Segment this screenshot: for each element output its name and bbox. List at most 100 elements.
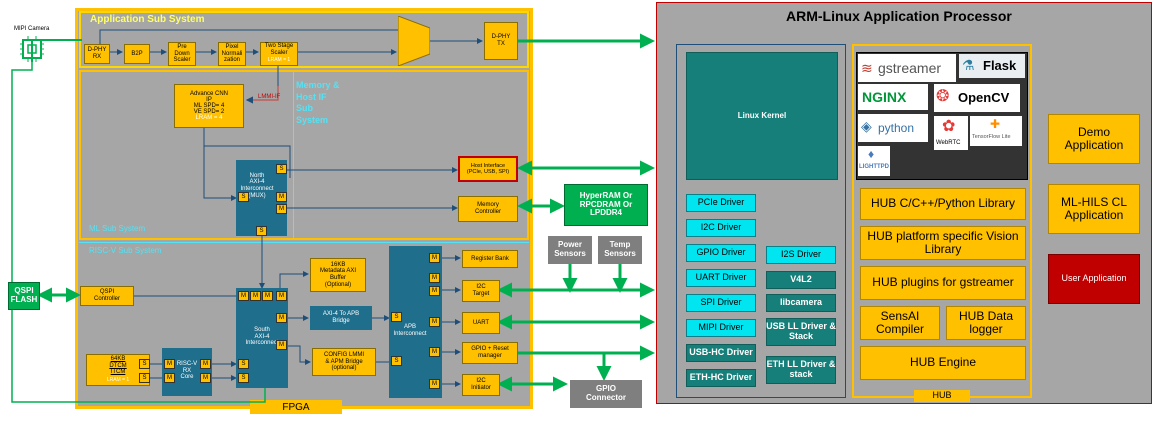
user-application: User Application	[1048, 254, 1140, 304]
linux-kernel-container	[676, 44, 846, 398]
flask-icon: ⚗	[962, 57, 975, 73]
riscv-port-m4: M	[200, 373, 211, 383]
b2p-block: B2P	[124, 44, 150, 64]
south-port-s1: S	[238, 359, 249, 369]
nginx-logo: NGINX	[858, 84, 928, 110]
memory-controller-block: Memory Controller	[458, 196, 518, 222]
gstreamer-icon: ≋	[861, 60, 873, 76]
pre-down-scaler-block: Pre Down Scaler	[168, 42, 196, 66]
opencv-text: OpenCV	[958, 90, 1010, 105]
south-port-m4: M	[276, 291, 287, 301]
dtcm-itcm-lram: LRAM = 1	[106, 377, 130, 384]
riscv-core-label: RISC-V RX Core	[176, 361, 198, 381]
pixel-normalization-block: Pixel Normali zation	[218, 42, 246, 66]
pcie-driver: PCIe Driver	[686, 194, 756, 212]
python-text: python	[878, 121, 915, 135]
webrtc-logo: ✿ WebRTC	[934, 116, 968, 150]
north-port-s1: S	[276, 164, 287, 174]
north-interconnect-label: North AXI-4 Interconnect (MUX)	[240, 172, 274, 199]
mem-host-region	[293, 72, 527, 238]
south-port-m1: M	[238, 291, 249, 301]
gpio-connector-block: GPIO Connector	[570, 380, 642, 408]
dphy-rx-block: D-PHY RX	[84, 44, 110, 64]
ml-hils-application: ML-HILS CL Application	[1048, 184, 1140, 234]
lmmi-label: LMMI-IF	[258, 94, 281, 100]
sensai-compiler: SensAI Compiler	[860, 306, 940, 340]
mipi-driver: MIPI Driver	[686, 319, 756, 337]
dphy-tx-block: D-PHY TX	[484, 22, 518, 60]
riscv-port-m1: M	[164, 359, 175, 369]
apb-port-m1: M	[429, 253, 440, 263]
eth-ll-driver: ETH LL Driver & stack	[766, 356, 836, 384]
qspi-flash-block: QSPI FLASH	[8, 282, 40, 310]
uart-driver: UART Driver	[686, 269, 756, 287]
south-interconnect: South AXI-4 Interconnect	[236, 288, 288, 388]
cnn-line-5: LRAM = 4	[195, 115, 223, 121]
mem-host-title: Memory & Host IF Sub System	[296, 80, 340, 126]
temp-sensors-block: Temp Sensors	[598, 236, 642, 264]
demo-application: Demo Application	[1048, 114, 1140, 164]
south-port-m6: M	[276, 340, 287, 350]
tflite-icon: ✚	[990, 117, 1001, 131]
apb-interconnect-label: APB Interconnect	[393, 324, 427, 337]
north-port-m1: M	[276, 192, 287, 202]
metadata-buffer-block: 16KB Metadata AXI Buffer (Optional)	[310, 258, 366, 292]
apb-port-m4: M	[429, 317, 440, 327]
config-lmmi-block: CONFIG LMMI & APM Bridge (optional)	[312, 348, 376, 376]
gstreamer-logo: ≋ gstreamer	[858, 54, 956, 82]
webrtc-text: WebRTC	[936, 140, 961, 146]
south-interconnect-label: South AXI-4 Interconnect	[245, 327, 279, 347]
dtcm-port-s1: S	[139, 359, 150, 369]
spi-driver: SPI Driver	[686, 294, 756, 312]
riscv-subsystem	[79, 242, 529, 404]
power-sensors-block: Power Sensors	[548, 236, 592, 264]
i2c-driver: I2C Driver	[686, 219, 756, 237]
lighttpd-logo: ♦ LIGHTTPD	[858, 146, 890, 176]
libcamera-driver: libcamera	[766, 294, 836, 312]
south-port-m2: M	[250, 291, 261, 301]
hub-label: HUB	[914, 390, 970, 402]
lighttpd-text: LIGHTTPD	[859, 164, 889, 170]
gpio-reset-block: GPIO + Reset manager	[462, 342, 518, 364]
opencv-icon: ❂	[936, 88, 950, 105]
south-port-m3: M	[262, 291, 273, 301]
python-icon: ◈	[861, 118, 872, 134]
apb-port-m5: M	[429, 347, 440, 357]
hub-data-logger: HUB Data logger	[946, 306, 1026, 340]
riscv-subsystem-title: RISC-V Sub System	[89, 246, 162, 255]
dtcm-port-s2: S	[139, 373, 150, 383]
ml-subsystem	[79, 70, 529, 240]
riscv-port-m3: M	[200, 359, 211, 369]
north-port-m2: M	[276, 204, 287, 214]
nginx-text: NGINX	[862, 89, 907, 105]
usb-hc-driver: USB-HC Driver	[686, 344, 756, 362]
south-port-m5: M	[276, 313, 287, 323]
linux-kernel-block: Linux Kernel	[686, 52, 838, 180]
cnn-line-3: ML SPD= 4	[193, 103, 225, 109]
gstreamer-text: gstreamer	[878, 60, 942, 76]
app-subsystem-title: Application Sub System	[90, 14, 205, 25]
north-port-s3: S	[256, 226, 267, 236]
i2c-target-block: I2C Target	[462, 280, 500, 302]
v4l2-driver: V4L2	[766, 271, 836, 289]
apb-port-m6: M	[429, 379, 440, 389]
opencv-logo: ❂ OpenCV	[934, 84, 1020, 112]
usb-ll-driver: USB LL Driver & Stack	[766, 318, 836, 346]
south-port-s2: S	[238, 373, 249, 383]
webrtc-icon: ✿	[942, 118, 956, 135]
north-port-s2: S	[238, 192, 249, 202]
dtcm-itcm-label: 64KB DTCM ITCM	[109, 356, 127, 376]
two-stage-scaler-block: Two Stage Scaler LRAM = 1	[260, 42, 298, 66]
camera-label: MIPI Camera	[14, 26, 50, 32]
uart-block: UART	[462, 312, 500, 334]
flask-logo: ⚗ Flask	[959, 54, 1025, 78]
camera-icon	[20, 36, 44, 62]
hub-vision-library: HUB platform specific Vision Library	[860, 226, 1026, 260]
cnn-line-2: IP	[206, 97, 212, 103]
axi-apb-bridge-block: AXI-4 To APB Bridge	[310, 306, 372, 330]
fpga-label: FPGA	[250, 400, 342, 414]
apb-port-m3: M	[429, 286, 440, 296]
python-logo: ◈ python	[858, 114, 928, 142]
mux-shape	[397, 15, 431, 67]
